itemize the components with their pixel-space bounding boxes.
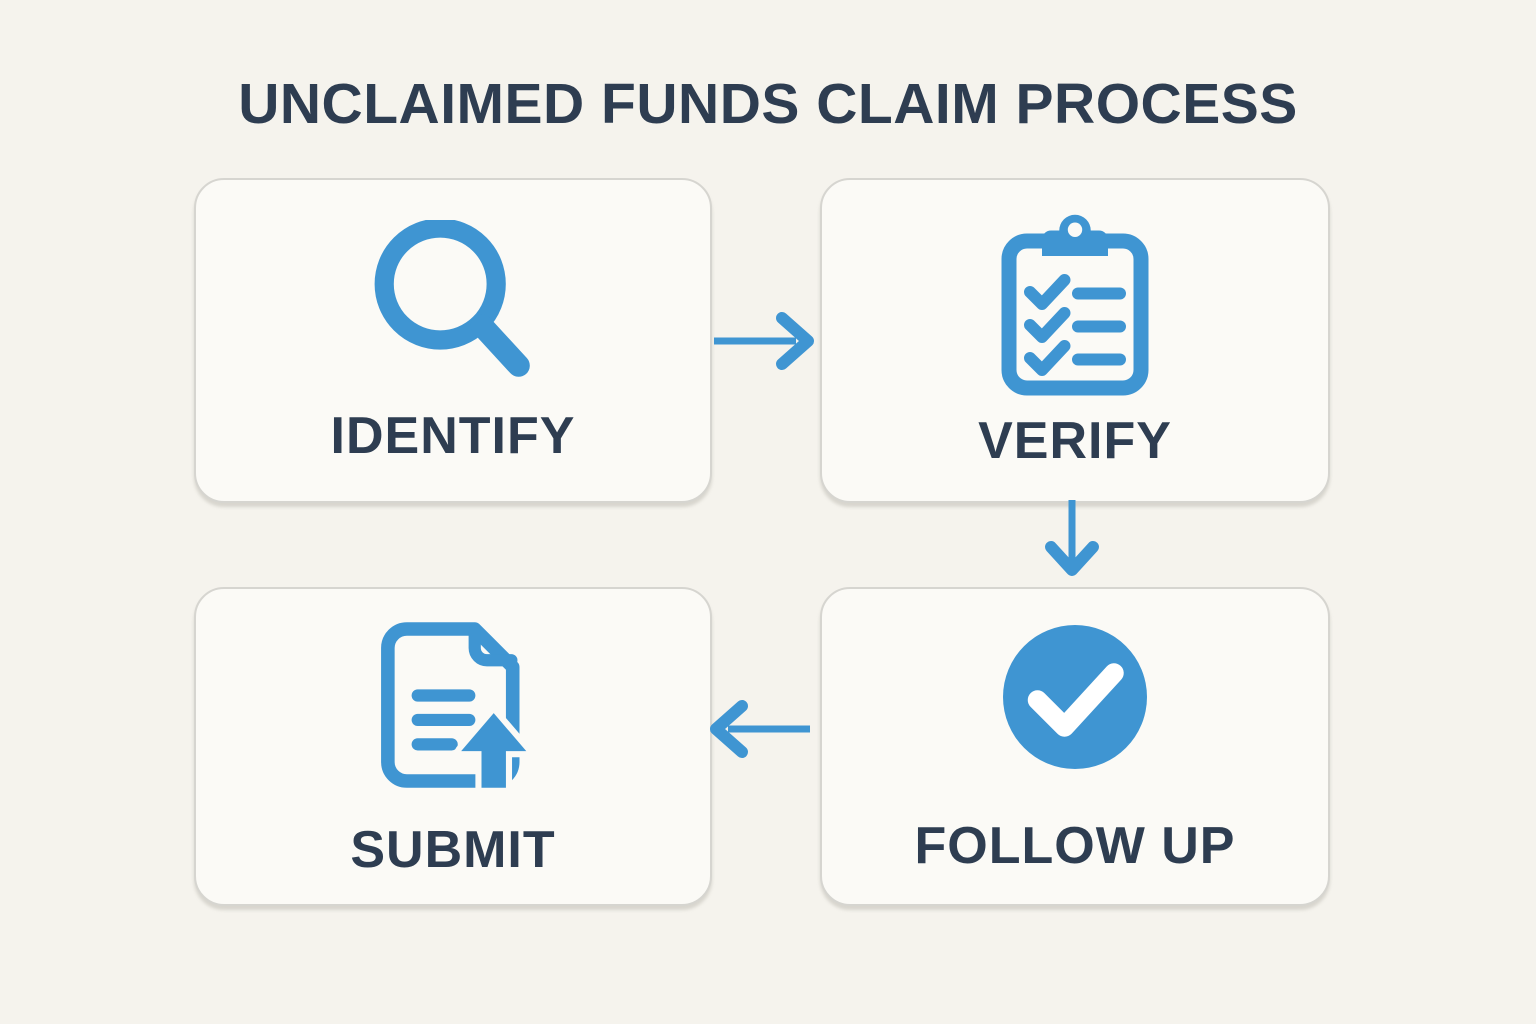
flow-step-submit: SUBMIT <box>194 587 712 906</box>
step-label-verify: VERIFY <box>978 412 1172 470</box>
magnifier-search-icon <box>374 219 530 377</box>
page-title: UNCLAIMED FUNDS CLAIM PROCESS <box>238 72 1298 136</box>
arrow-right-icon <box>714 312 814 370</box>
document-upload-icon <box>381 621 529 792</box>
step-label-identify: IDENTIFY <box>330 406 576 465</box>
arrow-left-icon <box>710 700 810 758</box>
clipboard-checklist-icon <box>1001 214 1149 396</box>
flow-step-verify: VERIFY <box>820 178 1330 503</box>
flow-step-follow-up: FOLLOW UP <box>820 587 1330 906</box>
flow-step-identify: IDENTIFY <box>194 178 712 503</box>
step-label-submit: SUBMIT <box>350 820 556 879</box>
step-label-follow-up: FOLLOW UP <box>914 816 1236 875</box>
arrow-down-icon <box>1045 500 1099 576</box>
circle-check-icon <box>1003 624 1147 769</box>
